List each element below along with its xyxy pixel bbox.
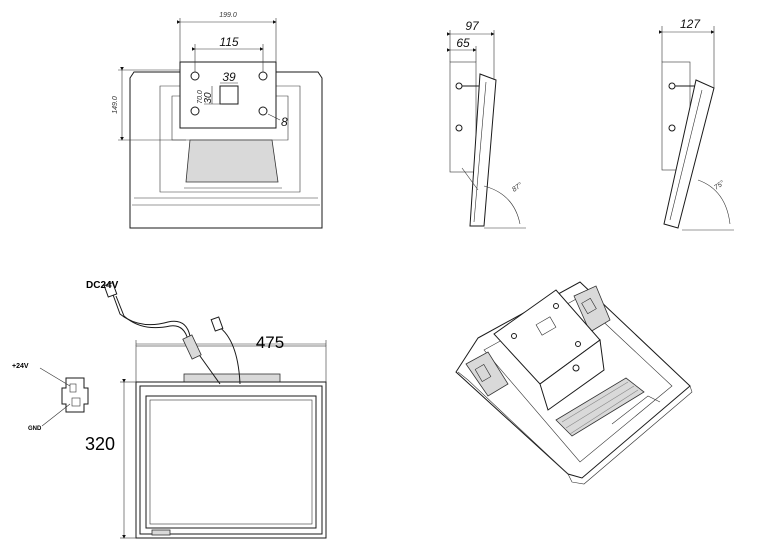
small-plug-icon: [210, 316, 224, 332]
dim-side-a-outer: 97: [465, 19, 480, 33]
rear-view: 199.0 115 39 149.0 70.0 30 8: [112, 12, 323, 229]
isometric-view: [455, 281, 693, 485]
dim-window-width: 39: [222, 70, 236, 84]
hinge-icon: [668, 82, 676, 90]
label-power: DC24V: [86, 280, 119, 291]
dim-front-height: 320: [85, 434, 115, 454]
mount-window: [219, 85, 239, 105]
side-a-angle: 87°: [511, 181, 524, 194]
dim-height-left: 149.0: [112, 96, 119, 114]
dim-screw: 8: [281, 115, 288, 129]
hinge-icon: [668, 124, 676, 132]
dim-side-a-inner: 65: [456, 36, 470, 50]
connector-pinout-icon: [61, 377, 89, 413]
inline-connector-icon: [182, 334, 202, 360]
front-view: 475 320: [85, 333, 327, 539]
dim-hole-spacing: 115: [219, 35, 238, 49]
side-view-b: 127 75°: [659, 17, 734, 231]
label-ground: GND: [28, 426, 42, 432]
dim-width-top: 199.0: [219, 12, 237, 19]
dim-front-width: 475: [256, 333, 284, 352]
front-panel: [135, 381, 327, 539]
hinge-icon: [455, 124, 463, 132]
side-a-bracket: [449, 61, 477, 173]
dim-side-b-outer: 127: [680, 17, 701, 31]
dc-plug-icon: [103, 282, 118, 298]
dim-small-b: 30: [203, 92, 214, 104]
side-b-panel: [663, 79, 715, 229]
front-screen: [145, 395, 317, 529]
power-cable: [111, 291, 221, 385]
rear-stand: [185, 139, 279, 183]
power-wiring: DC24V +24V GND: [12, 280, 241, 432]
dim-small-a: 70.0: [197, 90, 204, 104]
mount-hole-icon: [258, 106, 268, 116]
hinge-icon: [455, 82, 463, 90]
label-positive: +24V: [12, 363, 29, 370]
side-view-a: 97 65 87°: [447, 19, 526, 229]
side-a-panel: [469, 73, 497, 227]
mount-hole-icon: [190, 106, 200, 116]
rear-body-outline: [129, 71, 323, 229]
